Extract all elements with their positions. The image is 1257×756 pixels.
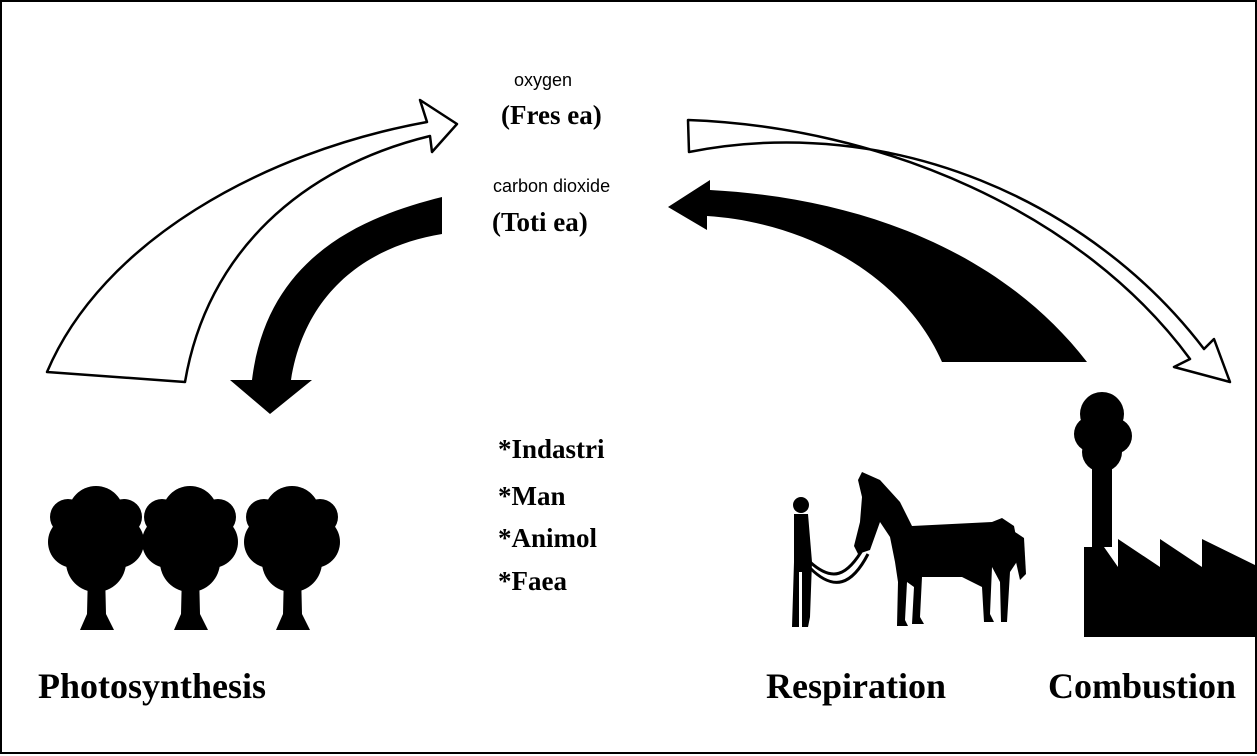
source-industry: *Indastri bbox=[498, 436, 605, 463]
source-fire: *Faea bbox=[498, 568, 567, 595]
oxygen-label: oxygen bbox=[514, 71, 572, 89]
co2-local-name: (Toti ea) bbox=[492, 209, 588, 236]
process-respiration: Respiration bbox=[766, 668, 946, 704]
tree-icon bbox=[142, 486, 238, 630]
process-combustion: Combustion bbox=[1048, 668, 1236, 704]
process-photosynthesis: Photosynthesis bbox=[38, 668, 266, 704]
co2-label: carbon dioxide bbox=[493, 177, 610, 195]
horse-icon bbox=[854, 472, 1026, 626]
factory-icon bbox=[1074, 392, 1257, 637]
tree-icon bbox=[244, 486, 340, 630]
tree-icon bbox=[48, 486, 144, 630]
source-man: *Man bbox=[498, 483, 566, 510]
person-icon bbox=[792, 497, 812, 627]
oxygen-local-name: (Fres ea) bbox=[501, 102, 602, 129]
source-animal: *Animol bbox=[498, 525, 597, 552]
